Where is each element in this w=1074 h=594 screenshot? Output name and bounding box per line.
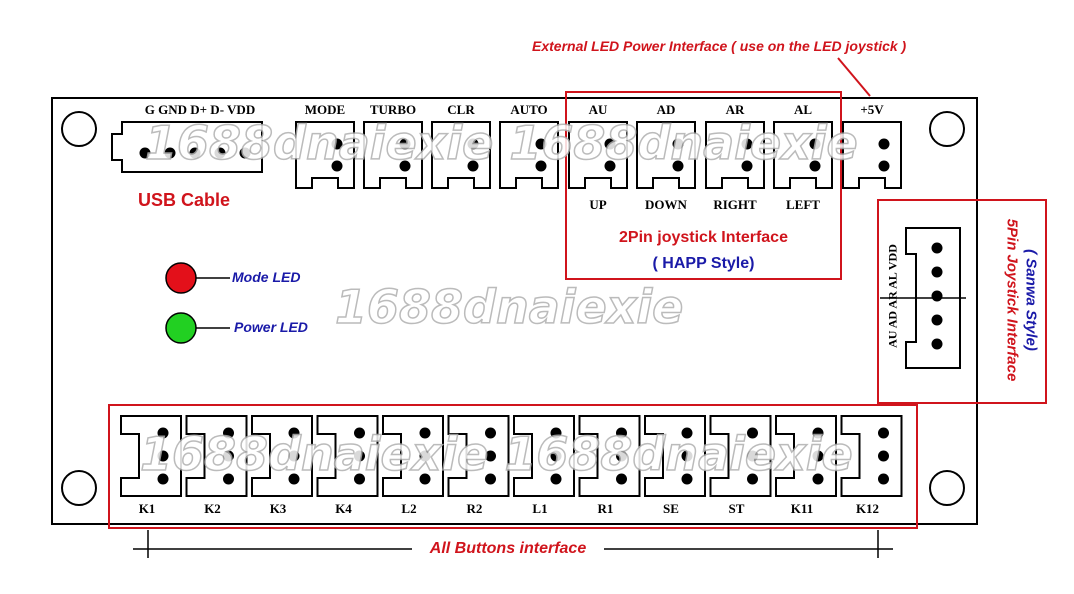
top-connector-label: +5V (860, 102, 884, 117)
fivepin-label: 5Pin Joystick Interface (1003, 218, 1021, 382)
top-connector-label: AR (725, 102, 745, 117)
button-label: K4 (335, 501, 352, 516)
power-led (165, 312, 197, 344)
button-label: K11 (790, 501, 814, 516)
button-label: SE (663, 501, 679, 516)
button-label: K1 (138, 501, 156, 516)
mode-led (165, 262, 197, 294)
connector-mode (295, 121, 355, 189)
direction-label: LEFT (786, 197, 820, 212)
button-label: K12 (855, 501, 880, 516)
direction-label: UP (589, 197, 607, 212)
top-connector-label: TURBO (369, 102, 417, 117)
connector-ad (636, 121, 696, 189)
buttons-interface-box (108, 404, 918, 529)
button-label: R2 (466, 501, 483, 516)
button-connector-k2 (185, 415, 248, 497)
mounting-hole-bottom-left (61, 470, 97, 506)
twopin-label: 2Pin joystick Interface (619, 229, 788, 246)
top-connector-label: AU (588, 102, 608, 117)
top-connector-label: AUTO (510, 102, 548, 117)
mode-led-label: Mode LED (232, 269, 301, 285)
button-label: K2 (204, 501, 221, 516)
direction-label: DOWN (645, 197, 687, 212)
external-led-leader-line (837, 57, 871, 97)
button-label: ST (728, 501, 745, 516)
button-connector-r1 (578, 415, 641, 497)
button-connector-l1 (513, 415, 575, 497)
top-connector-label: AD (656, 102, 676, 117)
top-connector-label: CLR (447, 102, 475, 117)
external-led-label: External LED Power Interface ( use on th… (532, 38, 907, 54)
mounting-hole-bottom-right (929, 470, 965, 506)
button-label: R1 (597, 501, 614, 516)
fivepin-style-label: ( Sanwa Style) (1022, 249, 1040, 351)
connector-clr (431, 121, 491, 189)
button-connector-l2 (382, 415, 444, 497)
connector-5v (842, 121, 902, 189)
connector-al (773, 121, 833, 189)
power-led-label: Power LED (234, 319, 308, 335)
button-connector-k12 (840, 415, 903, 497)
all-buttons-label: All Buttons interface (429, 540, 587, 557)
twopin-interface-box (565, 91, 842, 280)
button-label: L2 (401, 501, 417, 516)
usb-connector (111, 121, 263, 173)
button-connector-se (644, 415, 706, 497)
button-label: L1 (532, 501, 548, 516)
twopin-style-label: ( HAPP Style) (652, 255, 755, 272)
usb-pin-labels: G GND D+ D- VDD (144, 102, 256, 117)
top-connector-label: AL (793, 102, 813, 117)
mounting-hole-top-right (929, 111, 965, 147)
fivepin-pin-labels: AU AD AR AL VDD (885, 244, 900, 348)
button-connector-r2 (447, 415, 510, 497)
connector-au (568, 121, 628, 189)
button-connector-k4 (316, 415, 379, 497)
direction-label: RIGHT (713, 197, 757, 212)
usb-cable-label: USB Cable (138, 190, 231, 210)
mounting-hole-top-left (61, 111, 97, 147)
connector-ar (705, 121, 765, 189)
fivepin-interface-box (877, 199, 1047, 404)
connector-turbo (363, 121, 423, 189)
button-connector-st (709, 415, 772, 497)
connector-auto (499, 121, 559, 189)
button-connector-k3 (251, 415, 313, 497)
button-label: K3 (269, 501, 287, 516)
button-connector-k1 (120, 415, 182, 497)
button-connector-k11 (775, 415, 837, 497)
top-connector-label: MODE (304, 102, 346, 117)
